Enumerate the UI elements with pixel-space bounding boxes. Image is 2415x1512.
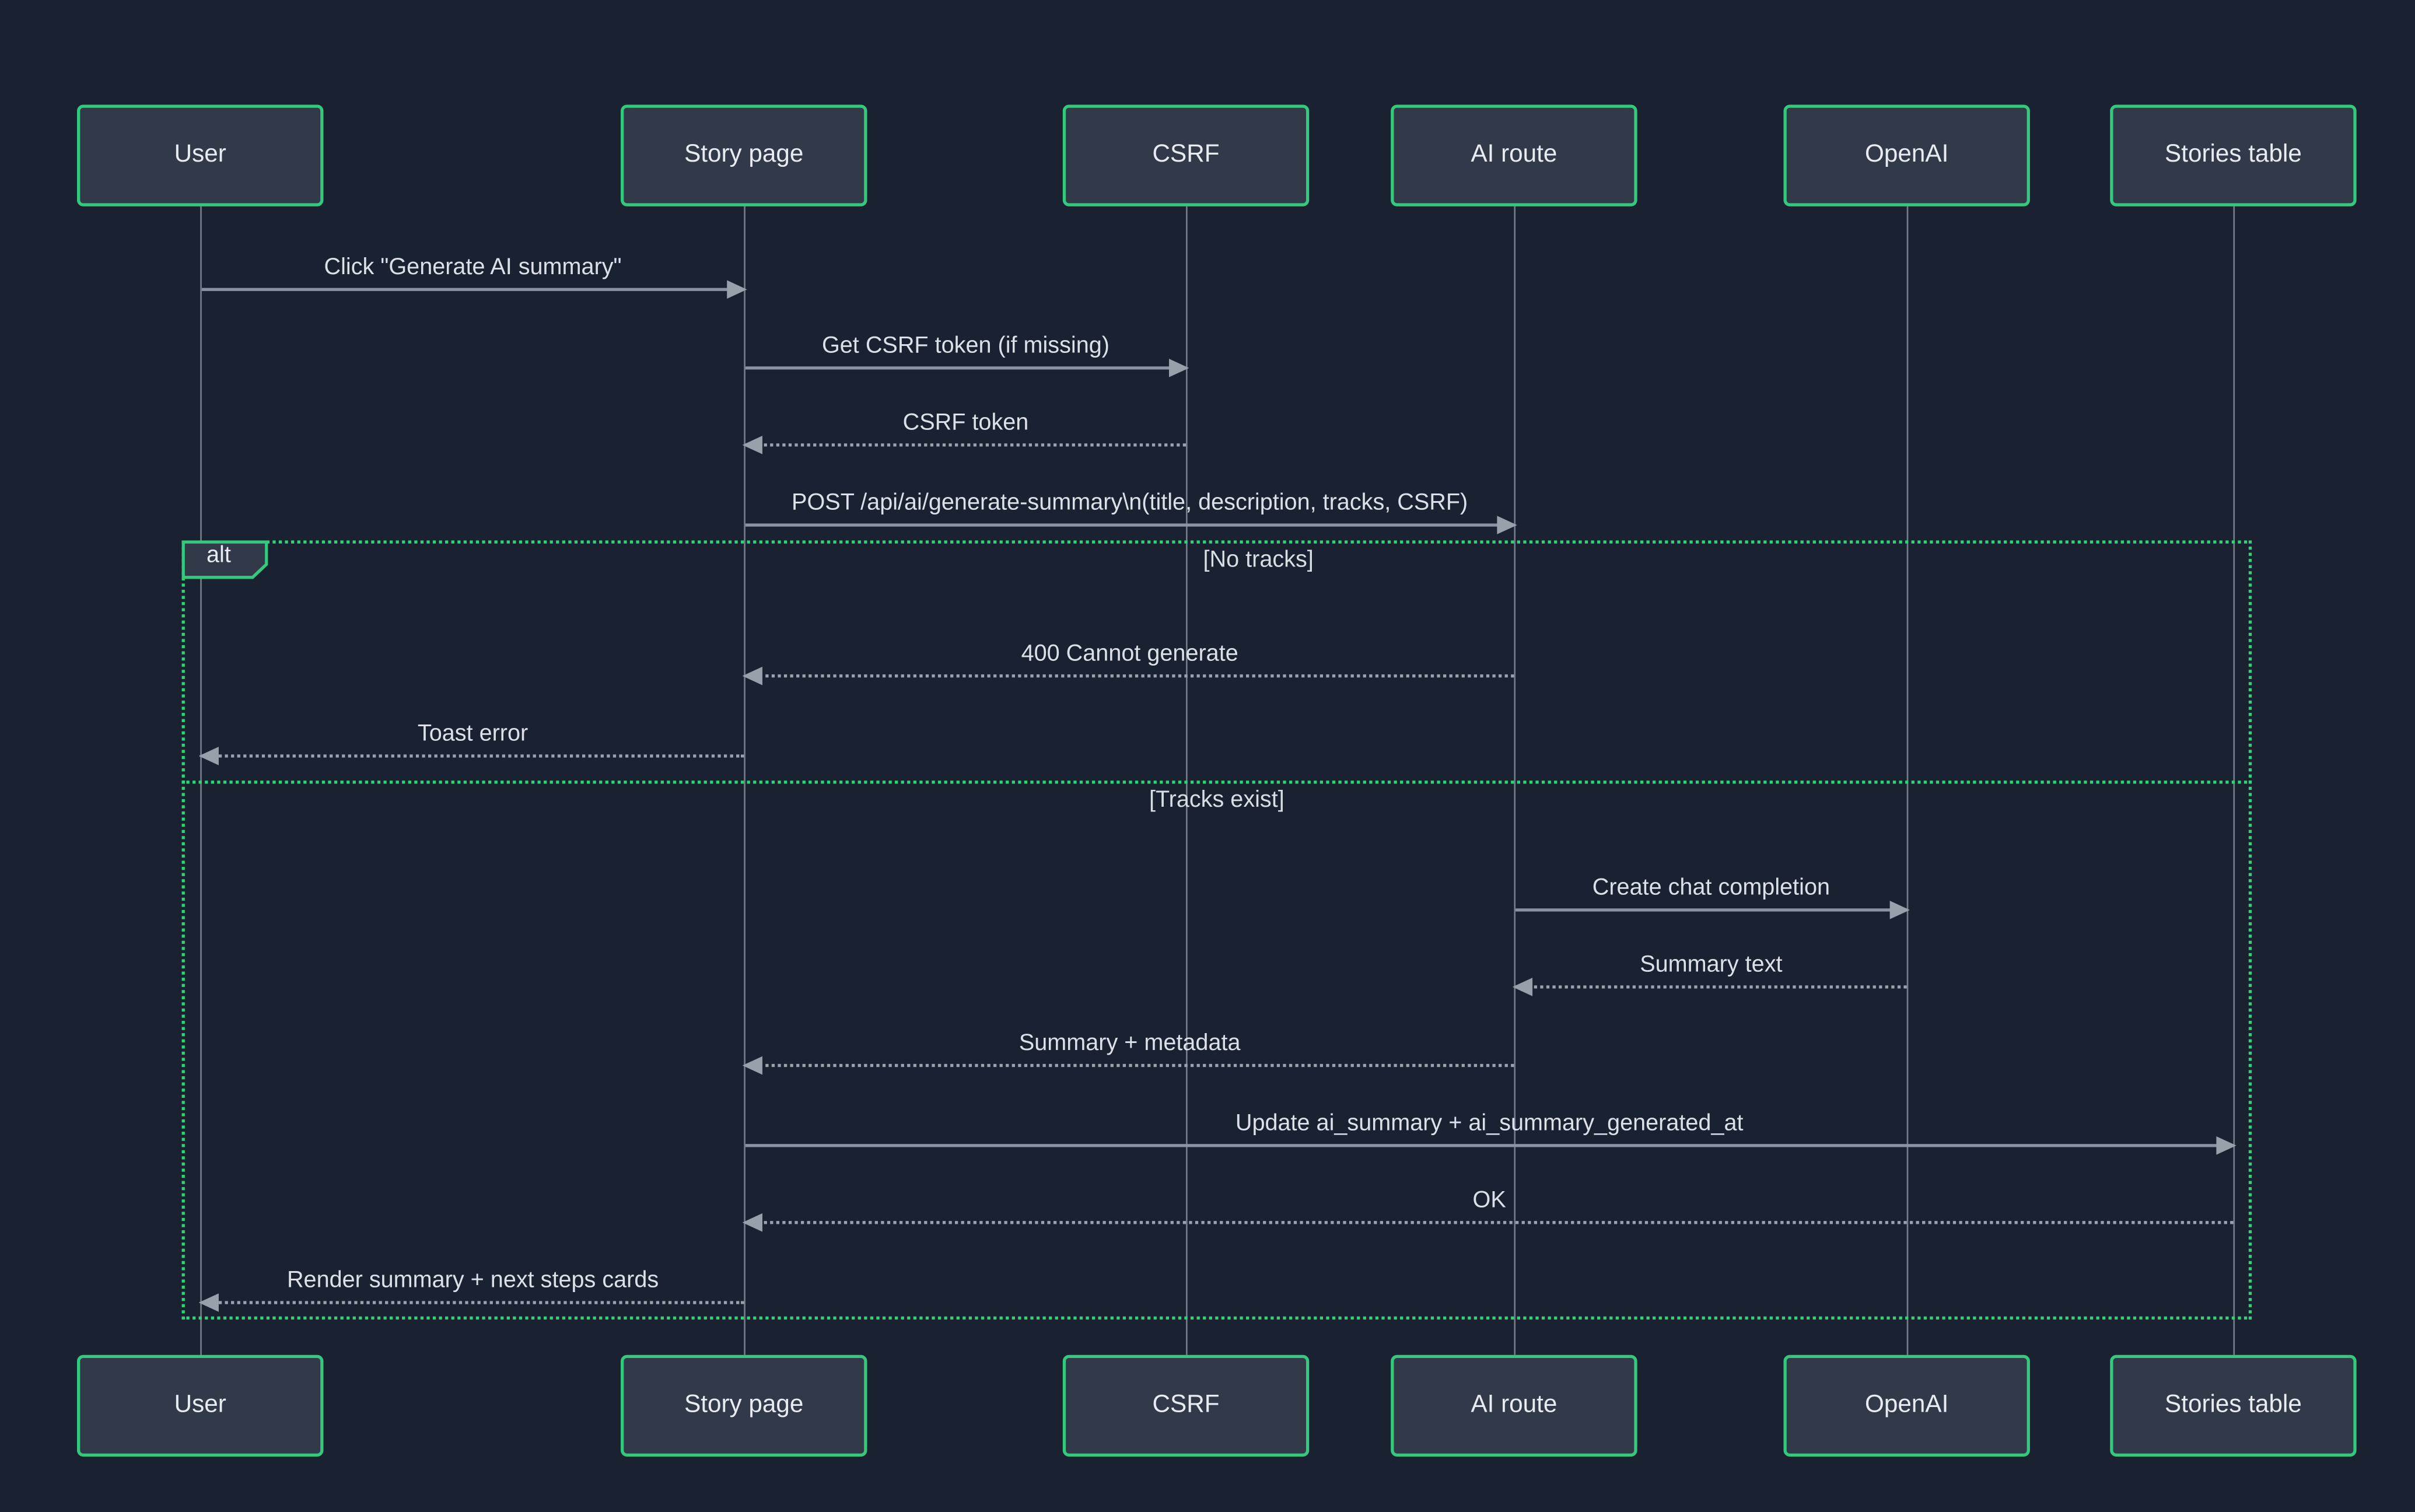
message-label: Click "Generate AI summary" [324, 254, 622, 281]
message-get-csrf-token: Get CSRF token (if missing) [745, 332, 1189, 377]
alt-frame-divider [181, 780, 2252, 784]
arrowhead-left-icon [742, 1056, 762, 1075]
arrowhead-left-icon [742, 666, 762, 685]
message-label: 400 Cannot generate [1021, 640, 1238, 667]
message-ok: OK [742, 1187, 2234, 1232]
arrowhead-right-icon [727, 280, 747, 299]
actor-bottom-csrf: CSRF [1062, 1354, 1310, 1457]
actor-bottom-stories-table: Stories table [2110, 1354, 2357, 1457]
message-toast-error: Toast error [198, 720, 744, 765]
actor-label: AI route [1471, 1392, 1558, 1418]
alt-frame [181, 540, 2252, 1320]
message-click-generate-ai-summary: Click "Generate AI summary" [201, 254, 747, 299]
message-label: OK [1472, 1187, 1506, 1213]
actor-top-stories-table: Stories table [2110, 104, 2357, 206]
actor-label: OpenAI [1865, 141, 1949, 168]
guard-no-tracks: [No tracks] [1203, 547, 1314, 573]
message-label: Toast error [417, 720, 528, 747]
actor-label: Stories table [2165, 1392, 2302, 1418]
actor-top-openai: OpenAI [1783, 104, 2030, 206]
message-label: Summary text [1640, 951, 1783, 978]
actor-label: CSRF [1152, 1392, 1220, 1418]
arrowhead-left-icon [742, 435, 762, 454]
message-csrf-token: CSRF token [742, 410, 1186, 454]
guard-tracks-exist: [Tracks exist] [1149, 786, 1284, 813]
message-label: Get CSRF token (if missing) [821, 332, 1110, 359]
message-label: Update ai_summary + ai_summary_generated… [1235, 1110, 1744, 1136]
actor-label: Story page [684, 1392, 804, 1418]
arrowhead-right-icon [1168, 359, 1189, 377]
arrowhead-left-icon [198, 747, 219, 765]
arrowhead-left-icon [198, 1293, 219, 1312]
message-label: POST /api/ai/generate-summary\n(title, d… [792, 489, 1468, 516]
alt-frame-label: alt [181, 540, 268, 579]
arrowhead-left-icon [742, 1213, 762, 1232]
actor-top-csrf: CSRF [1062, 104, 1310, 206]
actor-top-user: User [77, 104, 324, 206]
actor-label: User [174, 1392, 226, 1418]
message-label: Create chat completion [1592, 874, 1831, 901]
alt-label-shape-icon [181, 540, 268, 579]
message-label: Summary + metadata [1019, 1030, 1241, 1056]
message-summary-text: Summary text [1512, 951, 1907, 996]
actor-label: OpenAI [1865, 1392, 1949, 1418]
actor-label: Stories table [2165, 141, 2302, 168]
actor-label: AI route [1471, 141, 1558, 168]
arrowhead-right-icon [1497, 516, 1517, 534]
message-label: CSRF token [902, 410, 1029, 436]
message-post-generate-summary: POST /api/ai/generate-summary\n(title, d… [745, 489, 1517, 534]
actor-bottom-story-page: Story page [621, 1354, 867, 1457]
actor-bottom-ai-route: AI route [1391, 1354, 1637, 1457]
actor-top-story-page: Story page [621, 104, 867, 206]
actor-label: User [174, 141, 226, 168]
message-update-ai-summary: Update ai_summary + ai_summary_generated… [745, 1110, 2236, 1155]
actor-bottom-user: User [77, 1354, 324, 1457]
actor-label: Story page [684, 141, 804, 168]
actor-top-ai-route: AI route [1391, 104, 1637, 206]
alt-label-text: alt [206, 542, 231, 568]
message-render-summary-cards: Render summary + next steps cards [198, 1267, 744, 1312]
actor-label: CSRF [1152, 141, 1220, 168]
message-summary-metadata: Summary + metadata [742, 1030, 1514, 1075]
message-400-cannot-generate: 400 Cannot generate [742, 640, 1514, 685]
actor-bottom-openai: OpenAI [1783, 1354, 2030, 1457]
message-label: Render summary + next steps cards [286, 1267, 659, 1294]
arrowhead-right-icon [1889, 901, 1910, 919]
message-create-chat-completion: Create chat completion [1516, 874, 1910, 919]
arrowhead-left-icon [1512, 978, 1533, 996]
arrowhead-right-icon [2216, 1136, 2236, 1155]
